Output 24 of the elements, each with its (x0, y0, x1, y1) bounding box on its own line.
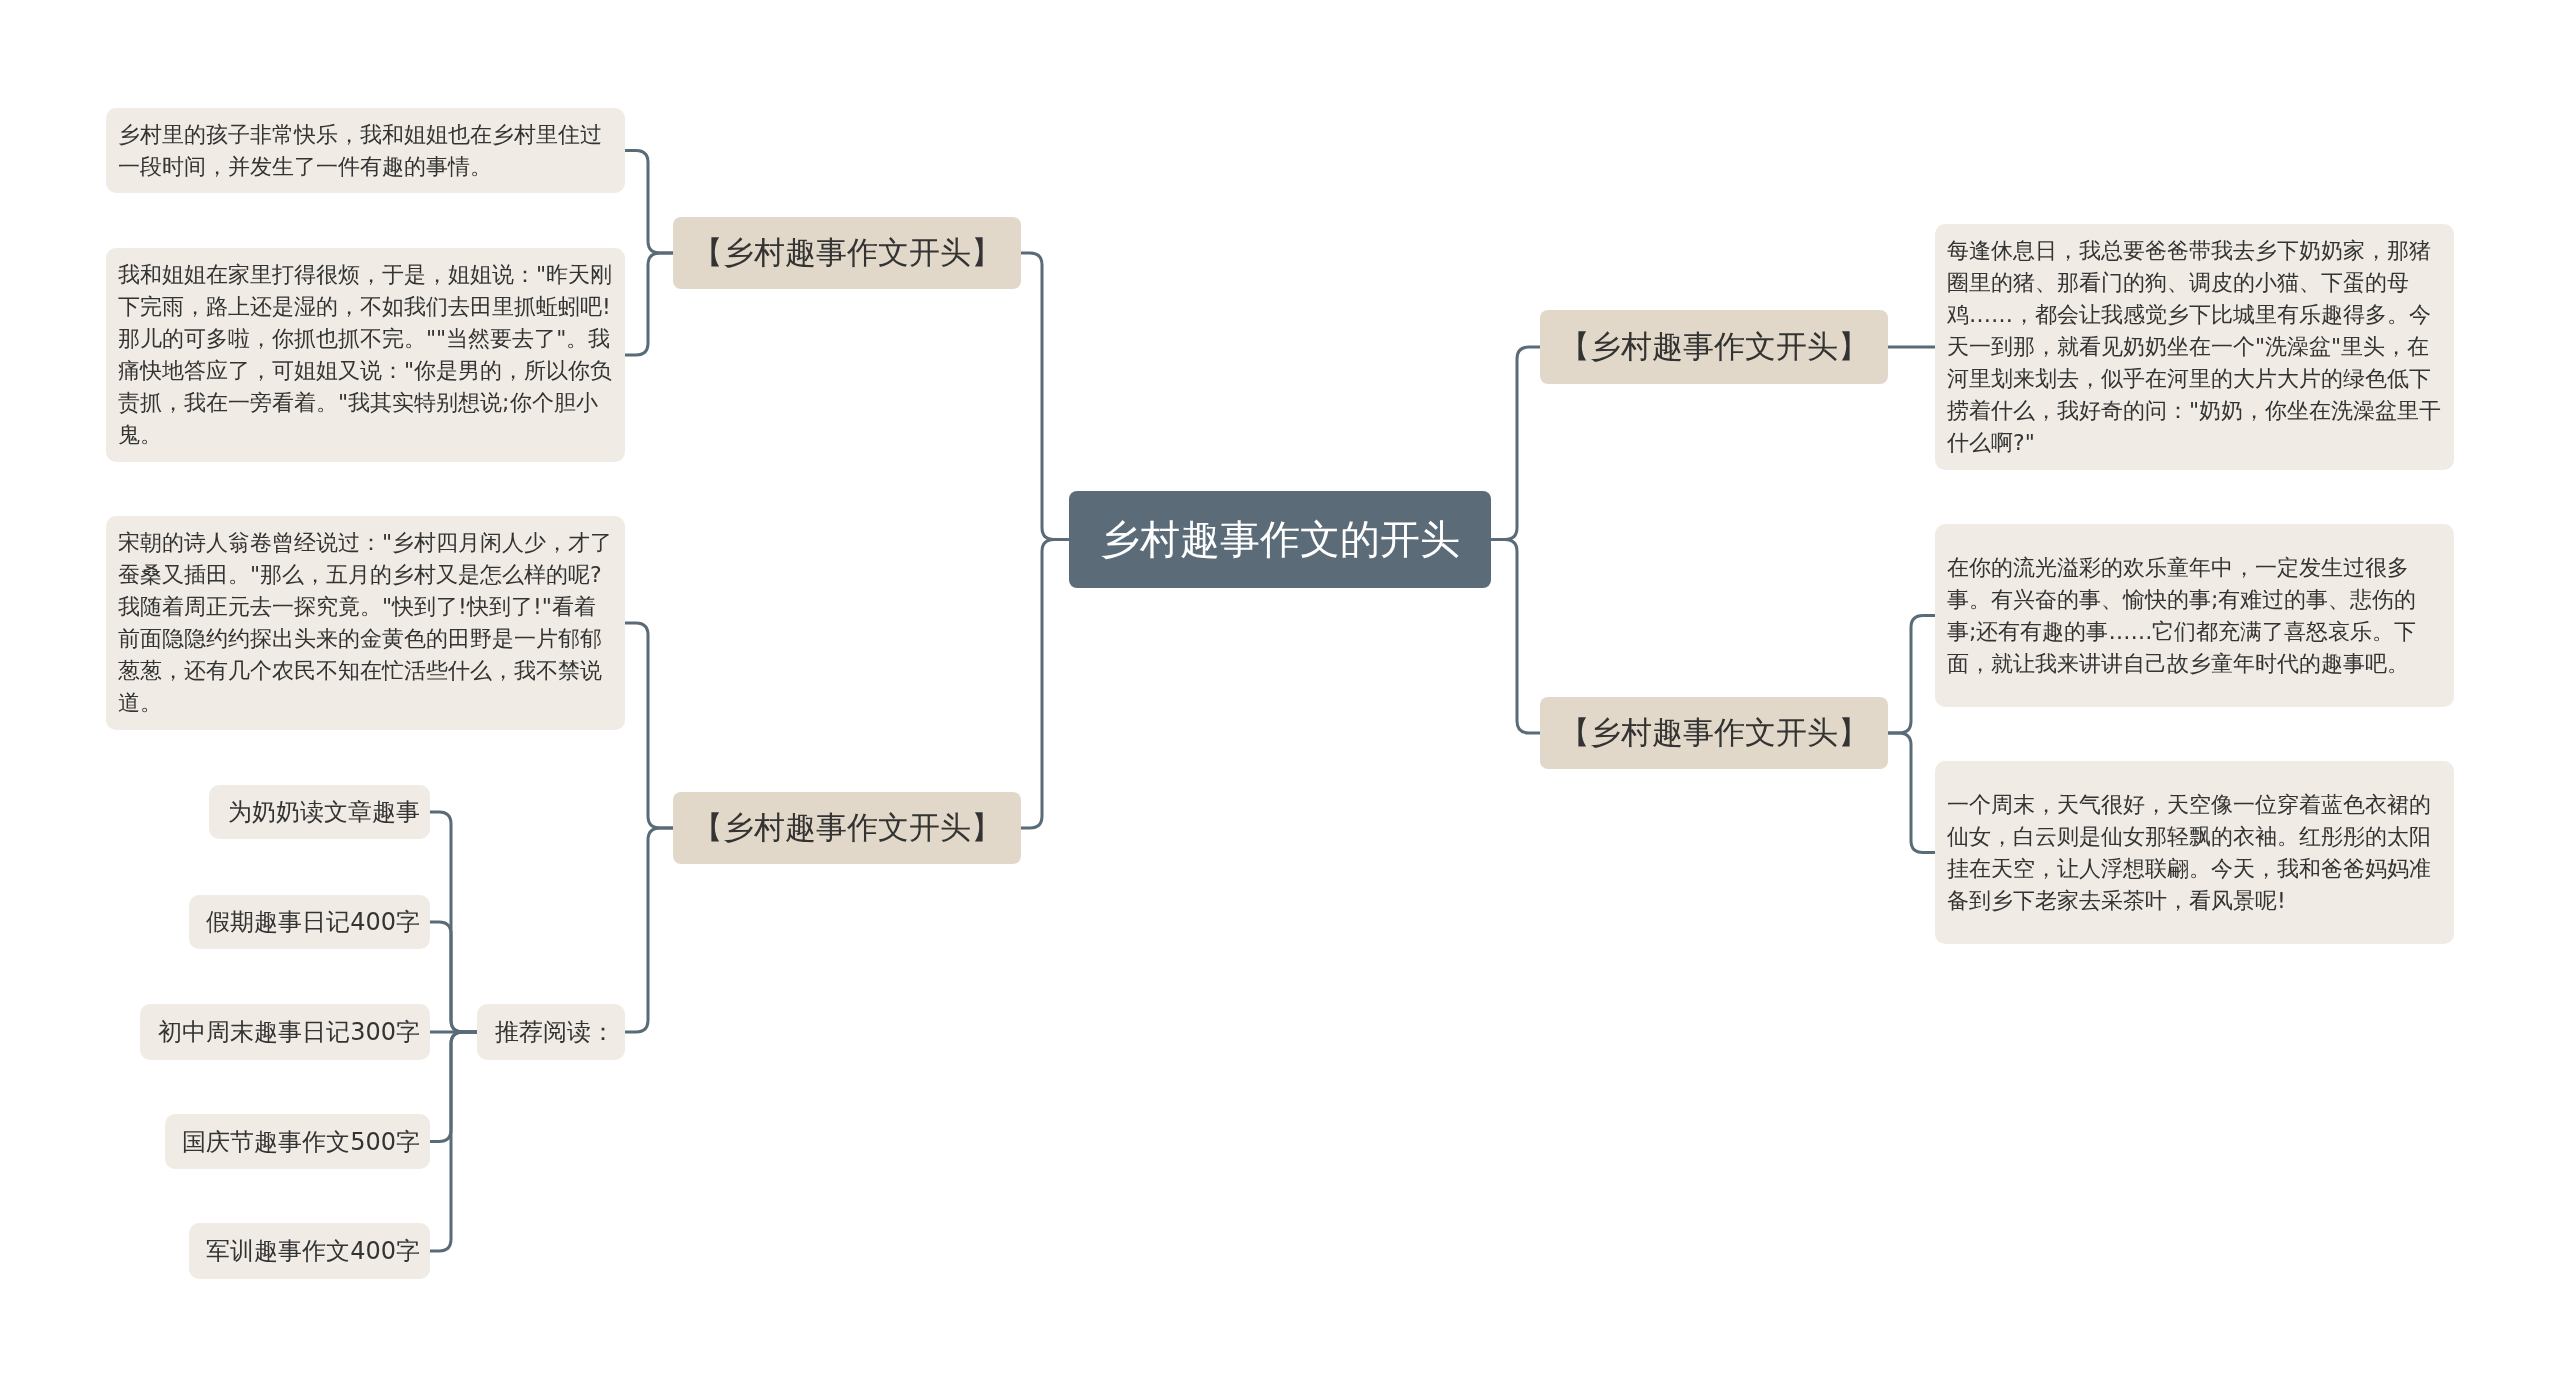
connector-line (625, 251, 673, 357)
text-card: 每逢休息日，我总要爸爸带我去乡下奶奶家，那猪圈里的猪、那看门的狗、调皮的小猫、下蛋的母鸡……，都会让我感觉乡下比城里有乐趣得多。今天一到那，就看见奶奶坐在一个"洗澡盆"里头，在河里划来划去，似乎在河里的大片大片的绿色低下捞着什么，我好奇的问："奶奶，你坐在洗澡盆里干什么啊?" (1935, 224, 2454, 470)
connector-line (1021, 538, 1069, 830)
topic-box: 初中周末趣事日记300字 (140, 1004, 430, 1060)
topic-box: 【乡村趣事作文开头】 (1540, 310, 1888, 384)
topic-box: 推荐阅读： (477, 1004, 625, 1060)
connector-line (430, 1030, 477, 1253)
text-card: 一个周末，天气很好，天空像一位穿着蓝色衣裙的仙女，白云则是仙女那轻飘的衣袖。红彤彤的太阳挂在天空，让人浮想联翩。今天，我和爸爸妈妈准备到乡下老家去采茶叶，看风景呢! (1935, 761, 2454, 944)
text-card: 我和姐姐在家里打得很烦，于是，姐姐说："昨天刚下完雨，路上还是湿的，不如我们去田里抓蚯蚓吧!那儿的可多啦，你抓也抓不完。""当然要去了"。我痛快地答应了，可姐姐又说："你是男的，所以你负责抓，我在一旁看着。"我其实特别想说;你个胆小鬼。 (106, 248, 625, 462)
topic-box: 国庆节趣事作文500字 (165, 1114, 430, 1169)
text-card: 宋朝的诗人翁卷曾经说过："乡村四月闲人少，才了蚕桑又插田。"那么，五月的乡村又是怎么样的呢?我随着周正元去一探究竟。"快到了!快到了!"看着前面隐隐约约探出头来的金黄色的田野是一片郁郁葱葱，还有几个农民不知在忙活些什么，我不禁说道。 (106, 516, 625, 730)
topic-box: 假期趣事日记400字 (189, 895, 430, 949)
text-card: 乡村里的孩子非常快乐，我和姐姐也在乡村里住过一段时间，并发生了一件有趣的事情。 (106, 108, 625, 193)
connector-line (1888, 731, 1935, 854)
connector-line (625, 826, 673, 1034)
connector-line (1888, 345, 1935, 349)
topic-box: 军训趣事作文400字 (189, 1223, 430, 1279)
root-topic: 乡村趣事作文的开头 (1069, 491, 1491, 588)
topic-box: 为奶奶读文章趣事 (209, 785, 430, 839)
connector-line (1491, 538, 1540, 735)
topic-box: 【乡村趣事作文开头】 (1540, 697, 1888, 769)
topic-box: 【乡村趣事作文开头】 (673, 217, 1021, 289)
topic-box: 【乡村趣事作文开头】 (673, 792, 1021, 864)
text-card: 在你的流光溢彩的欢乐童年中，一定发生过很多事。有兴奋的事、愉快的事;有难过的事、悲伤的事;还有有趣的事……它们都充满了喜怒哀乐。下面，就让我来讲讲自己故乡童年时代的趣事吧。 (1935, 524, 2454, 707)
